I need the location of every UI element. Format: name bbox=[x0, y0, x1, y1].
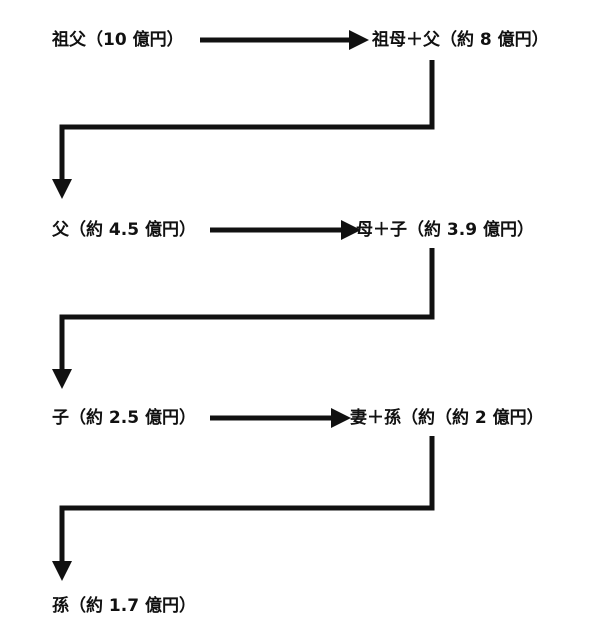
node-child: 子（約 2.5 億円） bbox=[52, 408, 196, 428]
node-grandchild: 孫（約 1.7 億円） bbox=[52, 596, 196, 616]
node-mother-and-child: 母＋子（約 3.9 億円） bbox=[356, 220, 534, 240]
node-grandmother-and-father: 祖母＋父（約 8 億円） bbox=[372, 30, 549, 50]
node-wife-and-grandchild: 妻＋孫（約（約 2 億円） bbox=[350, 408, 544, 428]
node-father: 父（約 4.5 億円） bbox=[52, 220, 196, 240]
connector-gen1-to-father bbox=[52, 60, 435, 199]
connector-gen2-to-child bbox=[52, 248, 435, 389]
node-grandfather: 祖父（10 億円） bbox=[52, 30, 184, 50]
connector-gen3-to-grandchild bbox=[52, 436, 435, 581]
